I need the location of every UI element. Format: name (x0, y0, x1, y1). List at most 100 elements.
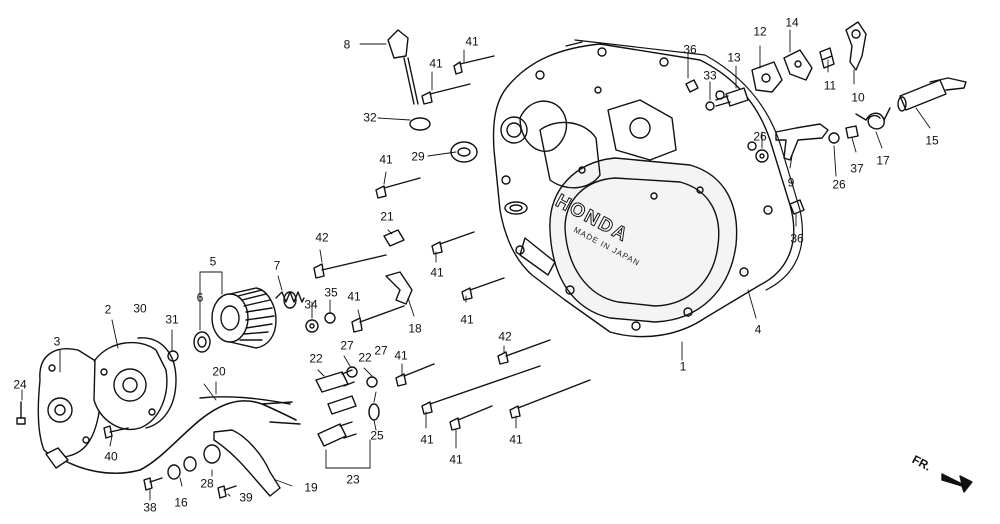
crankcase-cover-part-1 (492, 43, 795, 338)
o-ring-part-31 (167, 350, 179, 362)
bolt-part-41 (351, 305, 405, 333)
plate-part-14 (783, 49, 813, 81)
callout-label: 17 (876, 153, 890, 168)
callout-label: 5 (209, 254, 217, 269)
washer-part-25 (368, 403, 380, 421)
callout-label: 39 (239, 490, 253, 505)
oil-filter-part-5 (211, 287, 277, 349)
callout-label: 41 (465, 34, 479, 49)
callout-label: 19 (304, 480, 318, 495)
callout-label: 8 (343, 37, 351, 52)
callout-label: 1 (679, 359, 687, 374)
callout-label: 25 (370, 428, 384, 443)
callout-label: 26 (753, 129, 767, 144)
washer-part-35 (324, 312, 336, 324)
callout-label: 29 (411, 149, 425, 164)
bolt-part-24 (16, 401, 26, 425)
callout-label: 36 (790, 231, 804, 246)
callout-label: 41 (429, 56, 443, 71)
callout-label: 20 (212, 364, 226, 379)
callout-label: 37 (850, 161, 864, 176)
dipstick-part-8 (387, 29, 419, 105)
callout-label: 16 (174, 495, 188, 510)
callout-label: 13 (727, 50, 741, 65)
front-direction-arrow (941, 473, 973, 493)
callout-label: 12 (753, 24, 767, 39)
spring-part-7 (275, 291, 305, 303)
pulser-cover-part-3 (37, 348, 102, 458)
callout-label: 34 (304, 297, 318, 312)
grommet-part-28 (203, 444, 221, 464)
washer-part-27 (346, 366, 358, 378)
switch-part-23 (317, 421, 357, 447)
oil-seal-part-6 (193, 331, 211, 353)
callout-label: 24 (13, 377, 27, 392)
spring-part-11 (819, 47, 835, 69)
shaft-part-9 (775, 123, 829, 161)
washer-part-16 (167, 464, 181, 480)
callout-label: 10 (851, 90, 865, 105)
clip-part-19 (213, 429, 281, 497)
arm-part-10 (845, 21, 867, 71)
callout-label: 4 (754, 322, 762, 337)
wire-harness-part-20 (59, 400, 297, 475)
callout-label: 18 (408, 321, 422, 336)
callout-label: 7 (273, 258, 281, 273)
callout-label: 31 (165, 312, 179, 327)
callout-label: 2 (104, 302, 112, 317)
callout-label: 42 (498, 329, 512, 344)
washer-part-33 (705, 101, 715, 111)
callout-label: 41 (394, 348, 408, 363)
gasket-part-4 (574, 39, 803, 291)
washer-part-26 (755, 149, 769, 163)
bushing-part-36 (685, 79, 699, 93)
callout-label: 41 (347, 289, 361, 304)
shaft-part-15 (897, 77, 967, 112)
callout-label: 41 (420, 432, 434, 447)
callout-label: 41 (460, 312, 474, 327)
callout-label: 6 (196, 290, 204, 305)
bolt-part-38 (143, 477, 163, 491)
shaft-part-13 (715, 87, 749, 107)
callout-label: 11 (823, 78, 837, 93)
o-ring-part-32 (409, 117, 431, 131)
callout-label: 22 (309, 351, 323, 366)
callout-label: 9 (787, 175, 795, 190)
callout-label: 41 (509, 432, 523, 447)
callout-label: 14 (785, 15, 799, 30)
callout-label: 32 (363, 110, 377, 125)
washer-part-34 (305, 319, 319, 333)
cam-part-12 (751, 61, 783, 93)
gasket-part-30 (137, 337, 177, 429)
clip-part-18 (385, 271, 413, 305)
callout-label: 21 (380, 209, 394, 224)
callout-label: 33 (703, 68, 717, 83)
callout-label: 42 (315, 230, 329, 245)
cover-plate-part-2 (93, 341, 168, 430)
callout-label: 3 (53, 334, 61, 349)
callout-label: 41 (449, 452, 463, 467)
callout-label: 26 (832, 177, 846, 192)
bushing-part-36b (789, 199, 805, 215)
callout-label: 27 (374, 343, 388, 358)
collar-part-21 (383, 229, 405, 247)
switch-part-22b (327, 395, 357, 415)
callout-label: 28 (200, 476, 214, 491)
callout-label: 23 (346, 472, 360, 487)
callout-label: 41 (430, 265, 444, 280)
callout-label: 15 (925, 133, 939, 148)
bolt-part-42 (313, 254, 387, 279)
callout-label: 40 (104, 449, 118, 464)
callout-label: 38 (143, 500, 157, 515)
bolt-part-42b (497, 339, 551, 365)
callout-label: 41 (379, 152, 393, 167)
callout-label: 22 (358, 350, 372, 365)
bearing-part-29 (450, 141, 478, 163)
callout-label: 35 (324, 285, 338, 300)
bolt-part-39 (217, 485, 237, 499)
callout-label: 30 (133, 301, 147, 316)
callout-label: 27 (340, 338, 354, 353)
washer-part-37 (845, 125, 859, 139)
